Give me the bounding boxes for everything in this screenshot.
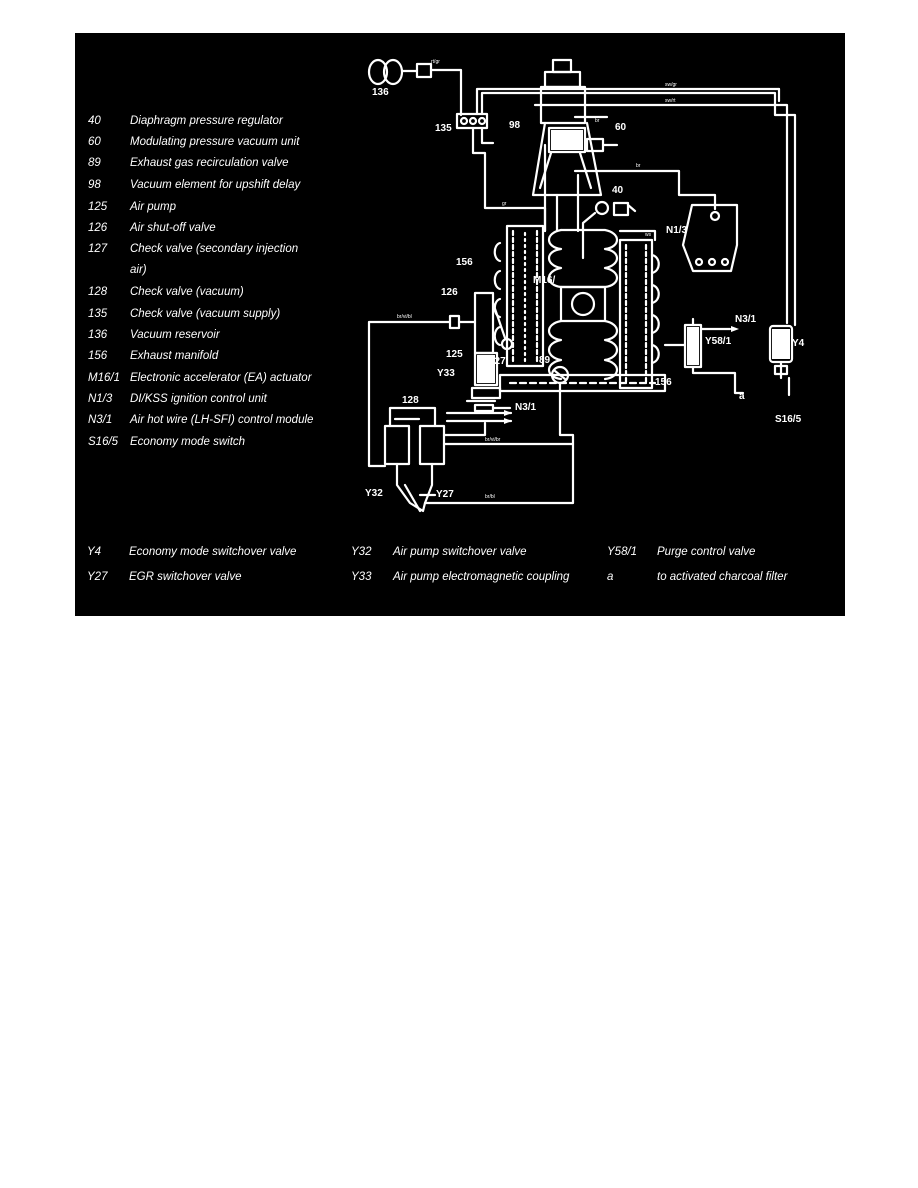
label-y27: Y27 [436,489,454,500]
label-136: 136 [372,87,389,98]
switchover-valves-y32-y27 [383,406,575,513]
label-y4: Y4 [792,338,805,349]
vacuum-reservoir-136 [367,58,463,117]
exhaust-manifold-right-156 [618,229,660,390]
label-s165: S16/5 [775,414,802,425]
egr-valve-89 [423,365,575,505]
label-a: a [739,391,745,402]
label-60: 60 [615,122,627,133]
exhaust-manifold-left-156 [493,224,545,368]
label-89: 89 [539,355,551,366]
svg-text:br: br [636,163,641,169]
pressure-regulator-40 [576,173,637,260]
label-135: 135 [435,123,452,134]
svg-text:br: br [595,118,600,124]
label-156-left: 156 [456,257,473,268]
svg-text:sw/gr: sw/gr [665,82,677,88]
vacuum-diagram-figure: rt/gr sw/gr sw/rt br br gr ws br/vi/bl b… [75,33,845,616]
label-n31-right: N3/1 [735,314,757,325]
svg-text:br/vi/bl: br/vi/bl [397,314,412,320]
svg-text:sw/rt: sw/rt [665,98,676,104]
svg-text:gr: gr [502,201,507,207]
air-shutoff-valve-126 [367,291,514,468]
svg-text:br/vi/br: br/vi/br [485,437,501,443]
line-to-n13 [573,169,717,211]
label-n31-bottom: N3/1 [515,402,537,413]
label-m16: M16/ [533,275,555,286]
economy-switchover-valve-y4 [768,324,794,397]
label-125: 125 [446,349,463,360]
svg-text:br/bl: br/bl [485,494,495,500]
purge-control-valve-y581 [663,317,745,395]
vacuum-line-schematic: rt/gr sw/gr sw/rt br br gr ws br/vi/bl b… [365,58,805,513]
ignition-control-unit-n13 [681,203,739,273]
label-127: 127 [489,356,506,367]
svg-text:ws: ws [645,232,652,238]
label-156-right: 156 [655,377,672,388]
label-y32: Y32 [365,488,383,499]
ea-actuator-m16 [547,228,619,381]
line-to-y4 [533,103,789,325]
label-y581: Y58/1 [705,336,732,347]
label-y33: Y33 [437,368,455,379]
svg-text:rt/gr: rt/gr [431,59,440,65]
label-40: 40 [612,185,624,196]
label-98: 98 [509,120,521,131]
label-126: 126 [441,287,458,298]
label-128: 128 [402,395,419,406]
engine-base [498,373,667,393]
label-n13: N1/3 [666,225,688,236]
